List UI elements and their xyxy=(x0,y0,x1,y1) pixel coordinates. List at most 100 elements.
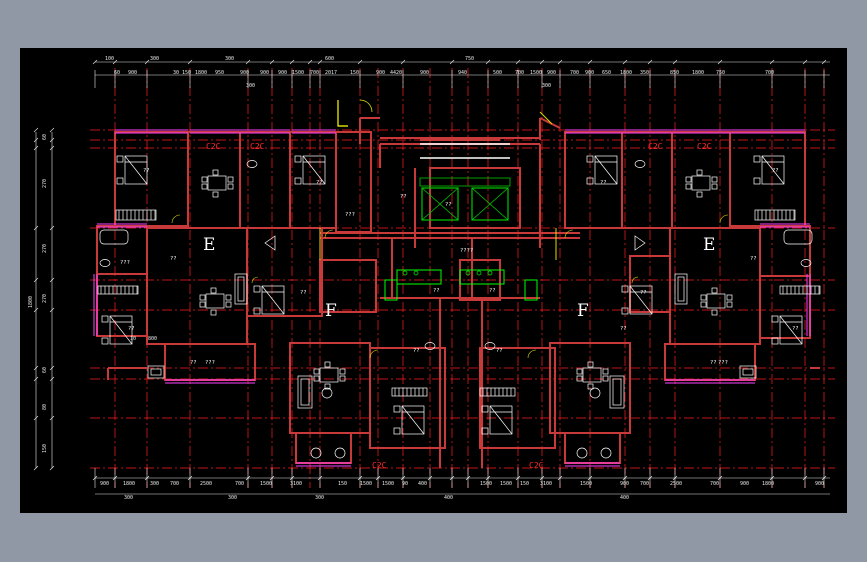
chair xyxy=(696,169,703,176)
chair xyxy=(711,287,718,294)
chair xyxy=(339,368,346,375)
bottom-dim-row2: 400 xyxy=(620,495,629,501)
dim-tick xyxy=(92,59,98,65)
bottom-dim-row1: 1800 xyxy=(123,481,135,487)
nightstand xyxy=(771,315,779,323)
round-table xyxy=(600,447,612,459)
door-swing xyxy=(719,214,729,224)
toilet xyxy=(424,342,436,350)
chair xyxy=(324,383,331,390)
bottom-dim-row1: 150 xyxy=(338,481,347,487)
dining-table xyxy=(205,293,225,309)
dim-tick xyxy=(289,59,295,65)
nightstand xyxy=(753,177,761,185)
top-dim-row2: 700 xyxy=(570,70,579,76)
chair xyxy=(726,294,733,301)
nightstand xyxy=(101,337,109,345)
left-dim-total: 1800 xyxy=(28,296,34,308)
top-dim-row2: 950 xyxy=(215,70,224,76)
top-dim-row2: 850 xyxy=(670,70,679,76)
bed-cover-line xyxy=(109,315,133,345)
top-dim-row2: 900 xyxy=(547,70,556,76)
bed-cover-line xyxy=(594,155,618,185)
dim-tick xyxy=(33,225,39,231)
chair xyxy=(587,361,594,368)
chair xyxy=(700,294,707,301)
dining-table xyxy=(319,367,339,383)
bed-cover-line xyxy=(779,315,803,345)
nightstand xyxy=(393,427,401,435)
sofa xyxy=(234,273,248,305)
door-swing xyxy=(171,214,181,224)
bottom-dim-row1: 3100 xyxy=(540,481,552,487)
bottom-dim-row1: 150 xyxy=(520,481,529,487)
sofa-cushion xyxy=(742,368,754,376)
chair xyxy=(225,301,232,308)
dim-tick xyxy=(647,59,653,65)
chair xyxy=(199,294,206,301)
bottom-dim-row1: 90 xyxy=(402,481,408,487)
top-dim-row2: 700 xyxy=(310,70,319,76)
elevator-shaft xyxy=(421,187,459,221)
chair xyxy=(711,183,718,190)
bottom-dim-row1: 700 xyxy=(235,481,244,487)
top-dim-row2: 150 xyxy=(350,70,359,76)
top-dim-row2: 60 xyxy=(114,70,120,76)
door-swing xyxy=(527,349,537,359)
chair xyxy=(576,375,583,382)
wall-room xyxy=(319,259,377,313)
wall-room xyxy=(429,167,521,229)
bottom-dim-row1: 1500 xyxy=(260,481,272,487)
nightstand xyxy=(481,427,489,435)
bed-cover-line xyxy=(302,155,326,185)
dim-tick xyxy=(245,59,251,65)
kitchen-counter xyxy=(459,269,505,285)
arrow-icon xyxy=(264,235,276,251)
wardrobe xyxy=(779,285,821,295)
chair xyxy=(324,361,331,368)
dim-tick xyxy=(49,127,55,133)
sofa-cushion xyxy=(612,378,622,406)
top-dim-row1: 100 xyxy=(105,56,114,62)
nightstand xyxy=(771,337,779,345)
round-table xyxy=(334,447,346,459)
door-swing xyxy=(251,276,259,284)
chair xyxy=(199,301,206,308)
dim-tick xyxy=(33,365,39,371)
red-tag: C2C xyxy=(529,461,544,470)
bottom-dim-row1: 1500 xyxy=(500,481,512,487)
bottom-dim-row2: 300 xyxy=(228,495,237,501)
bed-cover-line xyxy=(761,155,785,185)
bottom-dim-row1: 400 xyxy=(418,481,427,487)
sofa xyxy=(739,365,757,379)
nightstand xyxy=(481,405,489,413)
bottom-dim-row1: 700 xyxy=(710,481,719,487)
nightstand xyxy=(393,405,401,413)
room-label: ??? xyxy=(120,260,130,266)
dim-tick xyxy=(821,59,827,65)
furniture xyxy=(97,155,821,459)
left-dim: 60 xyxy=(42,134,48,140)
red-tag: C2C xyxy=(648,142,663,151)
bottom-dim-row1: 300 xyxy=(150,481,159,487)
bed-cover-line xyxy=(401,405,425,435)
bed xyxy=(489,405,513,435)
dim-tick xyxy=(112,59,118,65)
top-dim-row2: 900 xyxy=(278,70,287,76)
top-dim-row2: 1800 xyxy=(195,70,207,76)
dim-tick xyxy=(33,376,39,382)
toilet xyxy=(484,342,496,350)
sofa xyxy=(609,375,625,409)
bed-cover-line xyxy=(261,285,285,315)
dim-tick xyxy=(587,59,593,65)
bed xyxy=(302,155,326,185)
kitchen-burner xyxy=(476,270,482,276)
chair xyxy=(212,191,219,198)
bottom-dim-row1: 700 xyxy=(170,481,179,487)
chair xyxy=(225,294,232,301)
toilet xyxy=(99,259,111,267)
kitchen-counter xyxy=(524,279,538,301)
